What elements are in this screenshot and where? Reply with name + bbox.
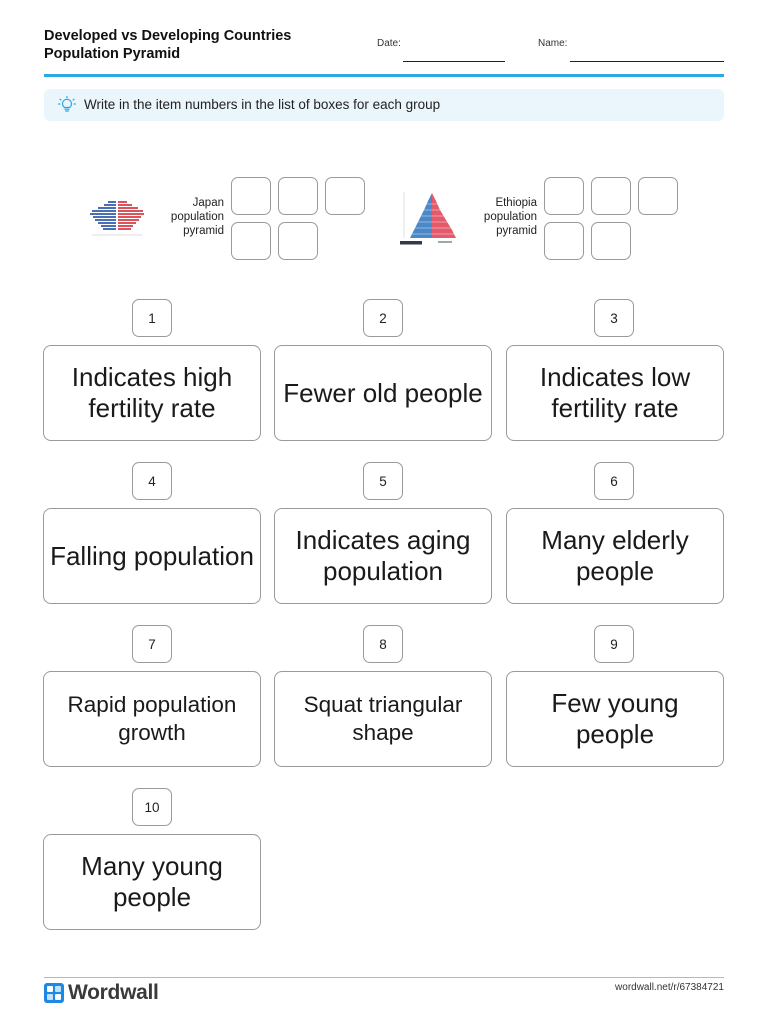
- japan-group-label: Japan population pyramid: [150, 196, 224, 238]
- item-number-badge: 5: [363, 462, 403, 500]
- ethiopia-group-label: Ethiopia population pyramid: [466, 196, 537, 238]
- ethiopia-pyramid-thumbnail: [398, 188, 464, 246]
- japan-answer-slot[interactable]: [325, 177, 365, 215]
- ethiopia-answer-slot[interactable]: [544, 177, 584, 215]
- item-number-badge: 7: [132, 625, 172, 663]
- ethiopia-answer-slot[interactable]: [544, 222, 584, 260]
- item-card[interactable]: Indicates aging population: [274, 508, 492, 604]
- item-number-badge: 2: [363, 299, 403, 337]
- item-number-badge: 6: [594, 462, 634, 500]
- worksheet-title: Developed vs Developing Countries Popula…: [44, 27, 291, 63]
- japan-pyramid-thumbnail: [86, 195, 148, 239]
- ethiopia-answer-slot[interactable]: [591, 177, 631, 215]
- item-card[interactable]: Few young people: [506, 671, 724, 767]
- item-number-badge: 3: [594, 299, 634, 337]
- name-label: Name:: [538, 38, 568, 49]
- japan-answer-slot[interactable]: [231, 177, 271, 215]
- item-card[interactable]: Many elderly people: [506, 508, 724, 604]
- brand-name: Wordwall: [68, 981, 159, 1004]
- ethiopia-label-line: population: [483, 211, 537, 223]
- japan-answer-slot[interactable]: [278, 177, 318, 215]
- lightbulb-icon: [58, 96, 76, 112]
- instruction-text: Write in the item numbers in the list of…: [84, 97, 441, 112]
- title-line-2: Population Pyramid: [44, 46, 181, 62]
- item-number-badge: 1: [132, 299, 172, 337]
- ethiopia-label-line: Ethiopia: [495, 197, 537, 209]
- footer-url[interactable]: wordwall.net/r/67384721: [615, 982, 724, 993]
- japan-label-line: pyramid: [183, 225, 224, 237]
- footer-divider: [44, 977, 724, 978]
- name-field-line[interactable]: [570, 61, 724, 62]
- item-card[interactable]: Rapid population growth: [43, 671, 261, 767]
- ethiopia-label-line: pyramid: [496, 225, 537, 237]
- item-card[interactable]: Falling population: [43, 508, 261, 604]
- title-line-1: Developed vs Developing Countries: [44, 28, 292, 44]
- date-field-line[interactable]: [403, 61, 505, 62]
- item-number-badge: 8: [363, 625, 403, 663]
- japan-label-line: Japan: [192, 197, 224, 209]
- japan-answer-slot[interactable]: [278, 222, 318, 260]
- instruction-banner: Write in the item numbers in the list of…: [44, 89, 724, 121]
- wordwall-logo-icon: [44, 983, 64, 1003]
- ethiopia-answer-slot[interactable]: [591, 222, 631, 260]
- japan-label-line: population: [170, 211, 224, 223]
- item-number-badge: 9: [594, 625, 634, 663]
- ethiopia-answer-slot[interactable]: [638, 177, 678, 215]
- date-label: Date:: [377, 38, 401, 49]
- item-card[interactable]: Indicates low fertility rate: [506, 345, 724, 441]
- header-divider: [44, 74, 724, 77]
- item-card[interactable]: Indicates high fertility rate: [43, 345, 261, 441]
- item-number-badge: 4: [132, 462, 172, 500]
- item-card[interactable]: Fewer old people: [274, 345, 492, 441]
- item-card[interactable]: Squat triangular shape: [274, 671, 492, 767]
- wordwall-brand: Wordwall: [44, 981, 159, 1005]
- item-number-badge: 10: [132, 788, 172, 826]
- japan-answer-slot[interactable]: [231, 222, 271, 260]
- item-card[interactable]: Many young people: [43, 834, 261, 930]
